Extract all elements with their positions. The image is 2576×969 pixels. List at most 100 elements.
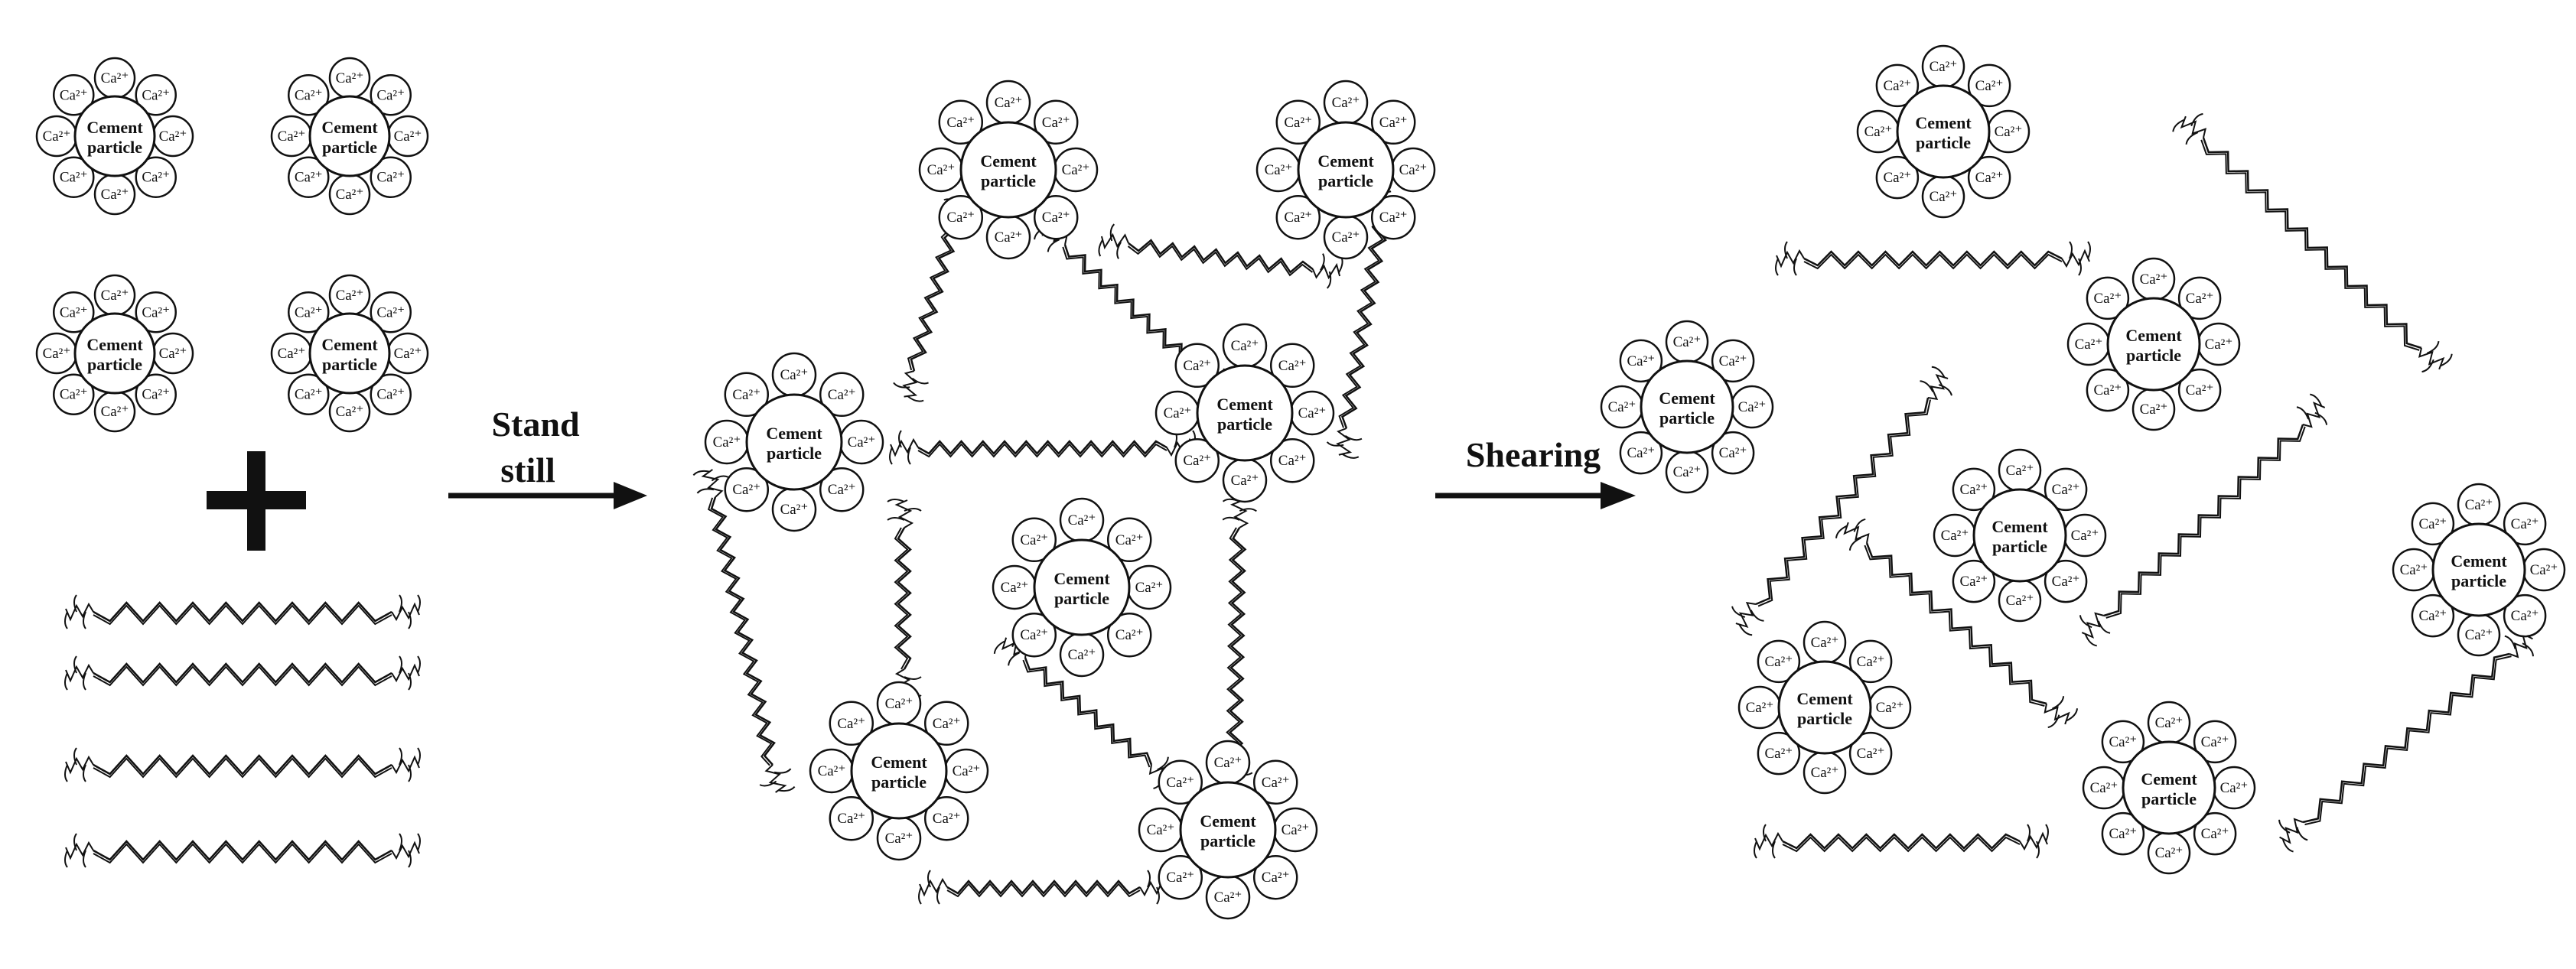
calcium-ion: Ca²⁺: [288, 291, 330, 333]
calcium-ion-label: Ca²⁺: [1164, 405, 1192, 421]
calcium-ion-label: Ca²⁺: [376, 387, 405, 403]
calcium-ion-label: Ca²⁺: [2109, 734, 2137, 750]
calcium-ion: Ca²⁺: [1033, 99, 1079, 145]
polymer-chain: [918, 870, 1169, 905]
calcium-ion-label: Ca²⁺: [295, 304, 323, 320]
calcium-ion: Ca²⁺: [2131, 257, 2176, 301]
cement-particle: [850, 722, 948, 820]
calcium-ion: Ca²⁺: [1255, 147, 1301, 193]
calcium-ion-label: Ca²⁺: [1608, 399, 1636, 415]
calcium-ion-label: Ca²⁺: [159, 128, 187, 145]
calcium-ion-label: Ca²⁺: [1214, 889, 1242, 906]
cement-particle-label-line-2: particle: [1797, 709, 1852, 728]
cement-particle-label-line-2: particle: [2451, 571, 2506, 590]
calcium-ion: Ca²⁺: [1275, 194, 1321, 240]
polymer-chain: [64, 655, 421, 691]
calcium-ion-label: Ca²⁺: [2186, 291, 2214, 307]
calcium-ion: Ca²⁺: [2457, 483, 2501, 527]
cement-particle-label-line-2: particle: [2126, 346, 2181, 365]
calcium-ion-label: Ca²⁺: [376, 304, 405, 320]
cement-particle: [745, 393, 843, 491]
calcium-ion: Ca²⁺: [1158, 854, 1203, 900]
calcium-ion: Ca²⁺: [1370, 99, 1416, 145]
calcium-ion-label: Ca²⁺: [2075, 337, 2103, 353]
calcium-ion-label: Ca²⁺: [1811, 765, 1839, 781]
calcium-ion-label: Ca²⁺: [1332, 229, 1360, 246]
calcium-ion: Ca²⁺: [809, 748, 855, 794]
calcium-ion: Ca²⁺: [2457, 613, 2501, 657]
calcium-ion: Ca²⁺: [2044, 467, 2088, 512]
calcium-ion-label: Ca²⁺: [1673, 334, 1702, 350]
cement-particle-label-line-1: Cement: [1317, 151, 1374, 171]
cement-particle-group: Ca²⁺Ca²⁺Ca²⁺Ca²⁺Ca²⁺Ca²⁺Ca²⁺Ca²⁺Cementpa…: [2082, 701, 2256, 875]
calcium-ion-label: Ca²⁺: [1673, 464, 1702, 480]
cement-particle-label-line-1: Cement: [1915, 113, 1972, 132]
calcium-ion: Ca²⁺: [1848, 639, 1893, 684]
calcium-ion: Ca²⁺: [1154, 390, 1200, 436]
calcium-ion-label: Ca²⁺: [394, 346, 422, 362]
polymer-chain: [2079, 393, 2328, 647]
cement-particle-label-line-1: Cement: [2451, 551, 2507, 571]
calcium-ion: Ca²⁺: [288, 74, 330, 116]
calcium-ion-label: Ca²⁺: [101, 70, 129, 86]
calcium-ion: Ca²⁺: [135, 74, 177, 116]
calcium-ion: Ca²⁺: [1323, 80, 1369, 125]
cement-particle: [1179, 781, 1277, 879]
calcium-ion: Ca²⁺: [2086, 368, 2130, 412]
shearing-arrow: Shearing: [1435, 435, 1636, 509]
calcium-ion-label: Ca²⁺: [780, 502, 809, 518]
cement-particle: [1033, 538, 1131, 636]
calcium-ion: Ca²⁺: [1757, 639, 1801, 684]
calcium-ion-label: Ca²⁺: [394, 128, 422, 145]
calcium-ion: Ca²⁺: [1205, 740, 1251, 785]
cement-particle-group: Ca²⁺Ca²⁺Ca²⁺Ca²⁺Ca²⁺Ca²⁺Ca²⁺Ca²⁺Cementpa…: [35, 274, 194, 433]
calcium-ion: Ca²⁺: [943, 748, 989, 794]
calcium-ion-label: Ca²⁺: [1183, 453, 1211, 469]
calcium-ion: Ca²⁺: [2503, 593, 2547, 638]
calcium-ion-label: Ca²⁺: [159, 346, 187, 362]
cement-particle-label-line-2: particle: [322, 355, 377, 374]
cement-particle-label-line-2: particle: [2141, 789, 2197, 808]
cement-particle: [1196, 364, 1294, 462]
calcium-ion-label: Ca²⁺: [2071, 528, 2099, 544]
calcium-ion: Ca²⁺: [876, 815, 922, 861]
calcium-ion-label: Ca²⁺: [1115, 627, 1144, 643]
cement-particle-label-line-2: particle: [1659, 408, 1715, 428]
calcium-ion: Ca²⁺: [876, 681, 922, 727]
cement-particle-label-line-2: particle: [871, 772, 927, 792]
calcium-ion: Ca²⁺: [93, 57, 136, 99]
calcium-ion-label: Ca²⁺: [1764, 654, 1793, 670]
calcium-ion: Ca²⁺: [923, 795, 969, 841]
polymer-chain: [2278, 623, 2534, 853]
calcium-ion-label: Ca²⁺: [336, 187, 364, 203]
calcium-ion: Ca²⁺: [1921, 174, 1965, 219]
calcium-ion: Ca²⁺: [1174, 437, 1220, 483]
calcium-ion: Ca²⁺: [2147, 831, 2191, 875]
calcium-ion-label: Ca²⁺: [142, 87, 170, 103]
calcium-ion: Ca²⁺: [2101, 811, 2145, 856]
polymer-chain: [64, 747, 421, 782]
calcium-ion-label: Ca²⁺: [1166, 870, 1194, 886]
calcium-ion-label: Ca²⁺: [2155, 845, 2184, 861]
calcium-ion: Ca²⁺: [288, 156, 330, 198]
calcium-ion: Ca²⁺: [1921, 44, 1965, 89]
cement-particle-label-line-2: particle: [322, 138, 377, 157]
calcium-ion: Ca²⁺: [288, 373, 330, 415]
calcium-ion-label: Ca²⁺: [1379, 115, 1408, 131]
calcium-ion-label: Ca²⁺: [1883, 170, 1911, 186]
cement-particle-group: Ca²⁺Ca²⁺Ca²⁺Ca²⁺Ca²⁺Ca²⁺Ca²⁺Ca²⁺Cementpa…: [1600, 320, 1774, 494]
cement-particle-label-line-2: particle: [981, 171, 1036, 190]
cement-particle-label-line-1: Cement: [1216, 395, 1273, 414]
calcium-ion: Ca²⁺: [53, 373, 95, 415]
cement-particle: [1640, 359, 1734, 454]
polymer-chain: [2172, 112, 2453, 373]
calcium-ion-label: Ca²⁺: [828, 482, 856, 498]
cement-particle: [1896, 84, 1991, 179]
polymer-chain: [887, 499, 922, 698]
calcium-ion: Ca²⁺: [1222, 457, 1268, 503]
calcium-ion: Ca²⁺: [1757, 731, 1801, 776]
calcium-ion: Ca²⁺: [1665, 450, 1709, 494]
cement-particle: [2431, 522, 2526, 617]
calcium-ion-label: Ca²⁺: [995, 95, 1023, 111]
